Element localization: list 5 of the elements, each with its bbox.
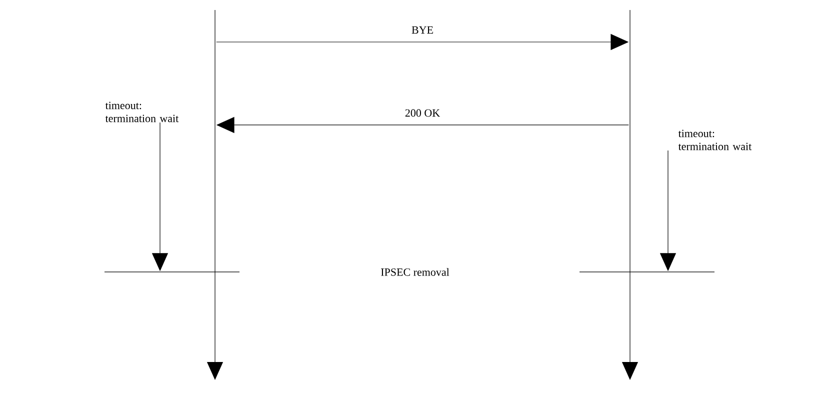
note-text: timeout: termination wait [105,102,179,122]
note-text: IPSEC removal [381,268,450,276]
edge-label: 200 OK [404,108,442,118]
edge-label: BYE [410,25,434,35]
note-text: timeout: termination wait [678,130,752,150]
